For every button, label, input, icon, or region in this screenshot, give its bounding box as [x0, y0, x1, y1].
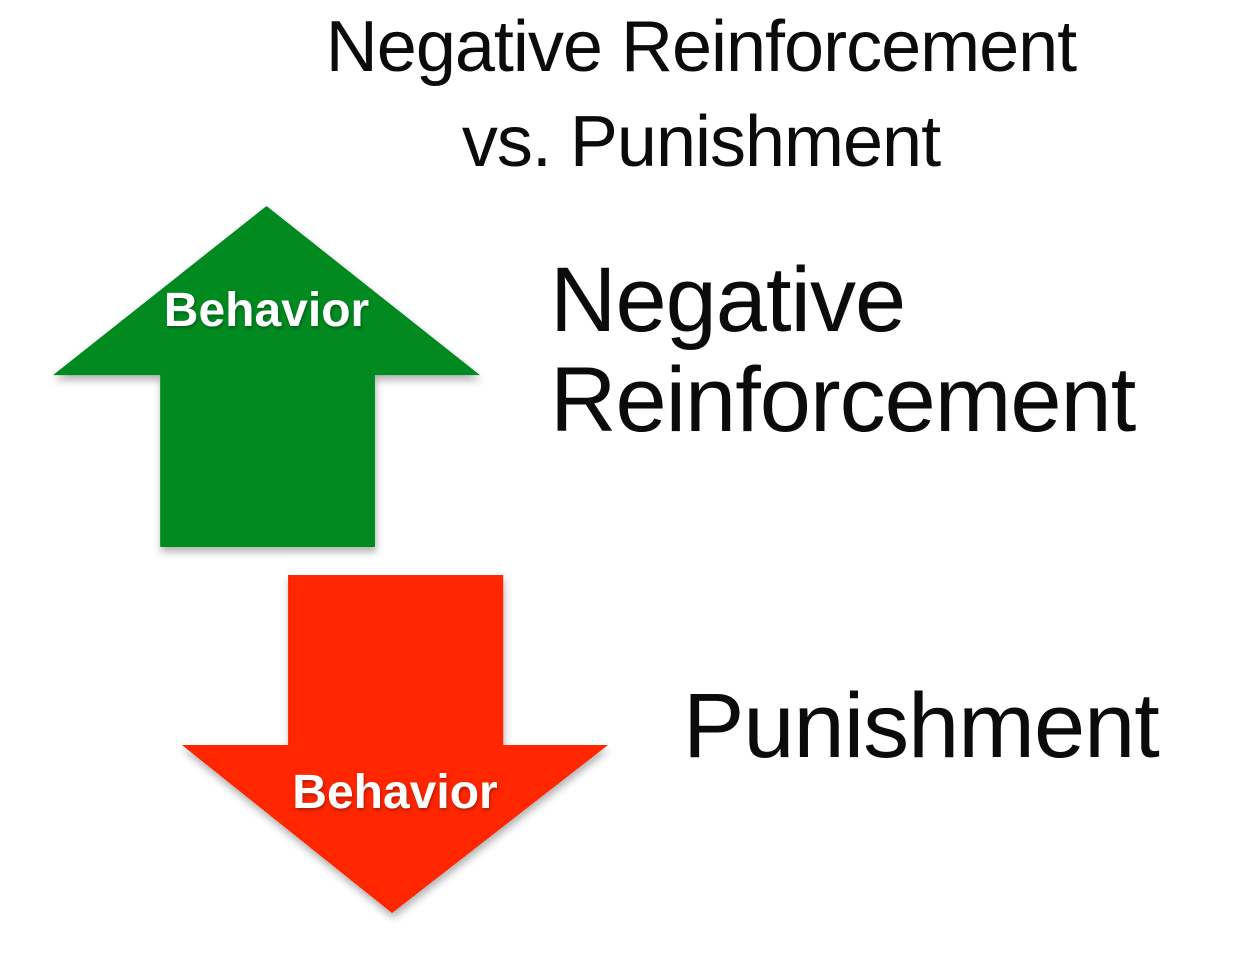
punishment-label: Punishment [683, 675, 1160, 777]
slide-title-line2: vs. Punishment [461, 102, 941, 182]
down-arrow-icon [182, 575, 608, 913]
down-arrow-label: Behavior [292, 766, 498, 819]
up-arrow-label: Behavior [163, 284, 370, 337]
behavior-decrease-arrow: Behavior [182, 575, 608, 913]
up-arrow-icon [53, 206, 480, 547]
slide-title-line1: Negative Reinforcement [325, 7, 1077, 87]
negative-reinforcement-label: Negative Reinforcement [550, 249, 1136, 451]
behavior-increase-arrow: Behavior [53, 206, 480, 547]
slide-title: Negative Reinforcement vs. Punishment [150, 0, 1252, 190]
